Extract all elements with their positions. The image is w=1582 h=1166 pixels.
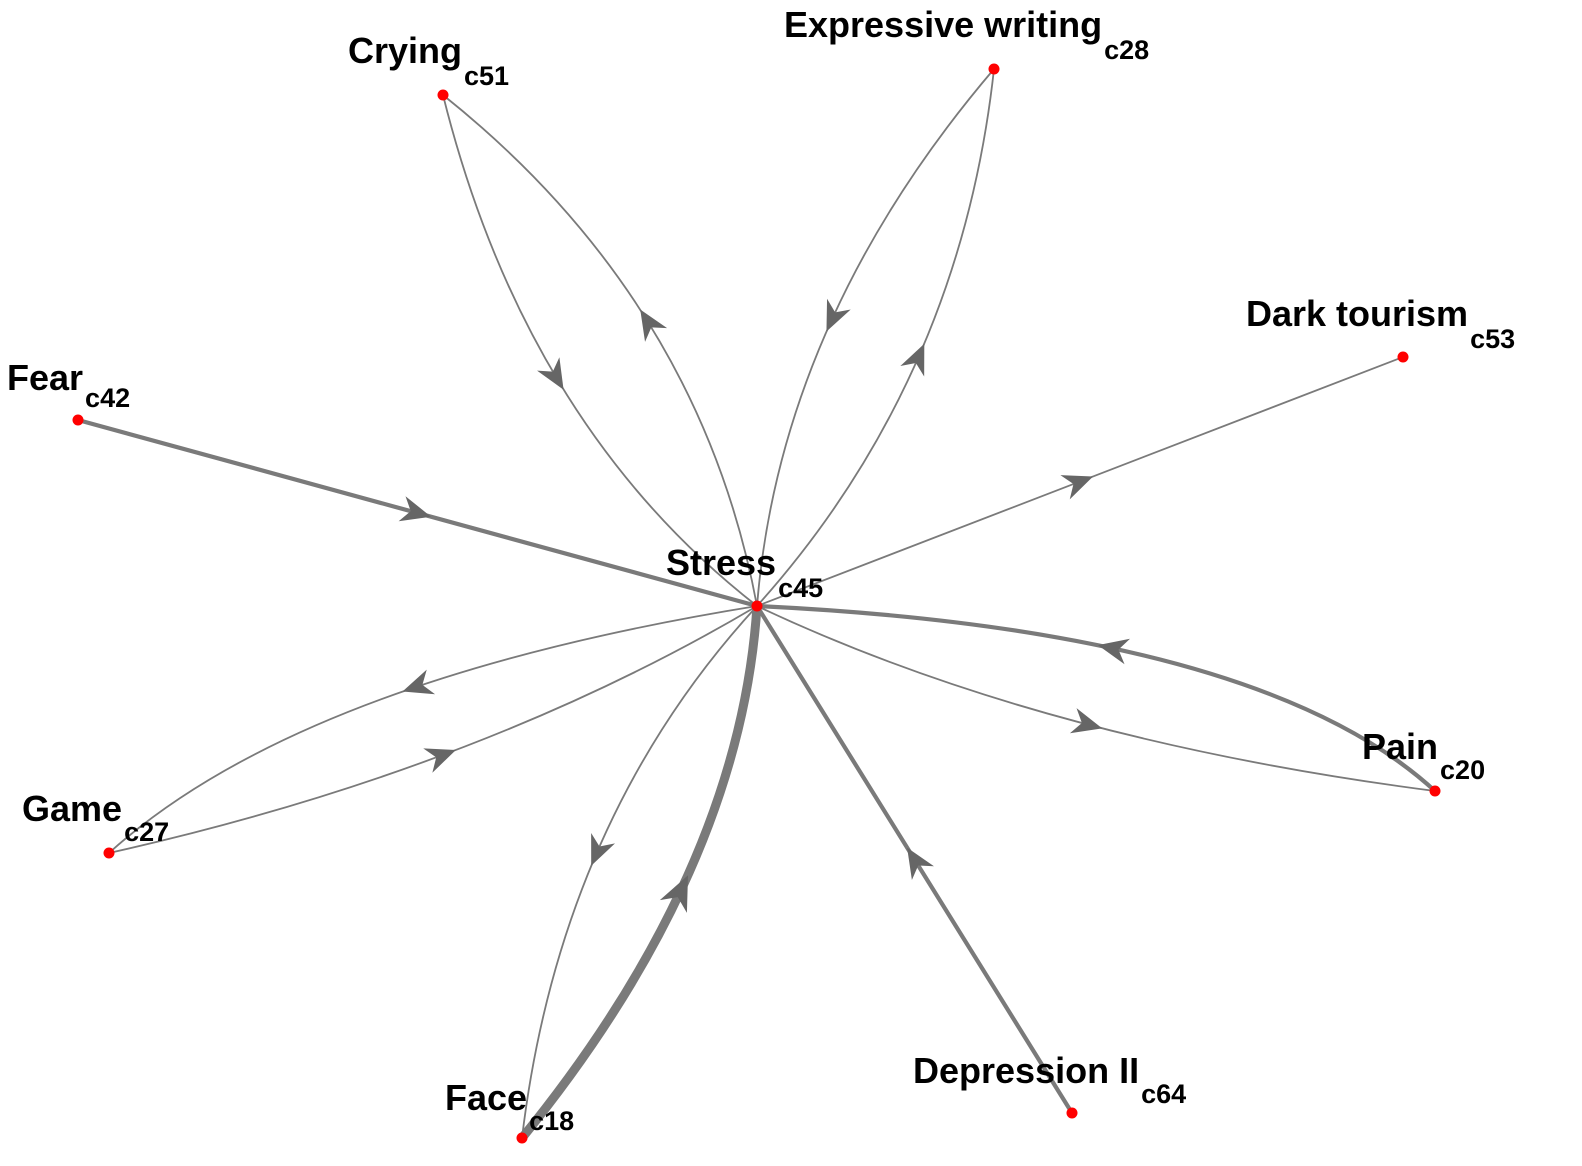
arrowhead-stress-to-face <box>579 833 616 871</box>
node-label-pain: Painc20 <box>1362 726 1485 785</box>
node-dots-group <box>72 63 1441 1144</box>
node-name: Crying <box>348 30 462 71</box>
node-label-game: Gamec27 <box>22 788 169 847</box>
node-code: c45 <box>778 573 823 603</box>
node-label-expressive-writing: Expressive writingc28 <box>784 4 1149 65</box>
arrowhead-stress-to-dark-tourism <box>1060 464 1098 500</box>
arrowhead-fear-to-stress <box>398 496 435 530</box>
edge-game-to-stress <box>108 605 758 854</box>
edge-stress-to-game <box>108 605 758 854</box>
node-name: Pain <box>1362 726 1438 767</box>
node-dot-face[interactable] <box>516 1132 528 1144</box>
node-dot-crying[interactable] <box>437 89 449 101</box>
arrowhead-face-to-stress <box>659 868 702 913</box>
edge-stress-to-face <box>521 605 758 1139</box>
node-label-fear: Fearc42 <box>7 357 130 413</box>
arrowhead-stress-to-game <box>398 669 436 704</box>
arrowhead-depression-ii-to-stress <box>896 840 934 880</box>
node-labels-group: Stressc45 Cryingc51 Expressive writingc2… <box>7 4 1515 1136</box>
edge-pain-to-stress <box>754 603 1438 794</box>
arrowhead-stress-to-expressive-writing <box>900 338 937 377</box>
edge-crying-to-stress <box>442 94 758 607</box>
node-dot-game[interactable] <box>103 847 115 859</box>
node-code: c51 <box>464 61 509 91</box>
node-code: c42 <box>85 383 130 413</box>
node-dot-stress[interactable] <box>751 600 763 612</box>
node-code: c18 <box>529 1106 574 1136</box>
node-label-depression-ii: Depression IIc64 <box>913 1050 1186 1109</box>
edge-expressive-writing-to-stress <box>756 68 995 607</box>
arrowhead-expressive-writing-to-stress <box>814 298 851 337</box>
node-code: c27 <box>124 817 169 847</box>
node-code: c28 <box>1104 35 1149 65</box>
edge-stress-to-crying <box>442 94 758 607</box>
node-name: Depression II <box>913 1050 1139 1091</box>
arrowhead-game-to-stress <box>423 737 461 773</box>
node-dot-pain[interactable] <box>1429 785 1441 797</box>
node-name: Fear <box>7 357 83 398</box>
node-code: c64 <box>1141 1079 1186 1109</box>
node-name: Expressive writing <box>784 4 1102 45</box>
node-name: Dark tourism <box>1246 293 1468 334</box>
node-dot-fear[interactable] <box>72 414 84 426</box>
arrowhead-stress-to-crying <box>629 302 668 342</box>
node-dot-expressive-writing[interactable] <box>988 63 1000 75</box>
node-name: Stress <box>666 542 776 583</box>
node-label-dark-tourism: Dark tourismc53 <box>1246 293 1515 354</box>
edge-stress-to-pain <box>756 605 1436 792</box>
node-dot-depression-ii[interactable] <box>1066 1107 1078 1119</box>
node-code: c53 <box>1470 324 1515 354</box>
node-name: Game <box>22 788 122 829</box>
node-label-stress: Stressc45 <box>666 542 823 603</box>
node-label-face: Facec18 <box>445 1077 574 1136</box>
node-dot-dark-tourism[interactable] <box>1397 351 1409 363</box>
arrowhead-stress-to-pain <box>1069 708 1106 741</box>
arrowhead-crying-to-stress <box>537 357 575 397</box>
arrowhead-pain-to-stress <box>1095 632 1131 665</box>
edge-stress-to-expressive-writing <box>756 68 995 607</box>
node-label-crying: Cryingc51 <box>348 30 509 91</box>
node-code: c20 <box>1440 755 1485 785</box>
edge-face-to-stress <box>517 601 762 1143</box>
node-name: Face <box>445 1077 527 1118</box>
